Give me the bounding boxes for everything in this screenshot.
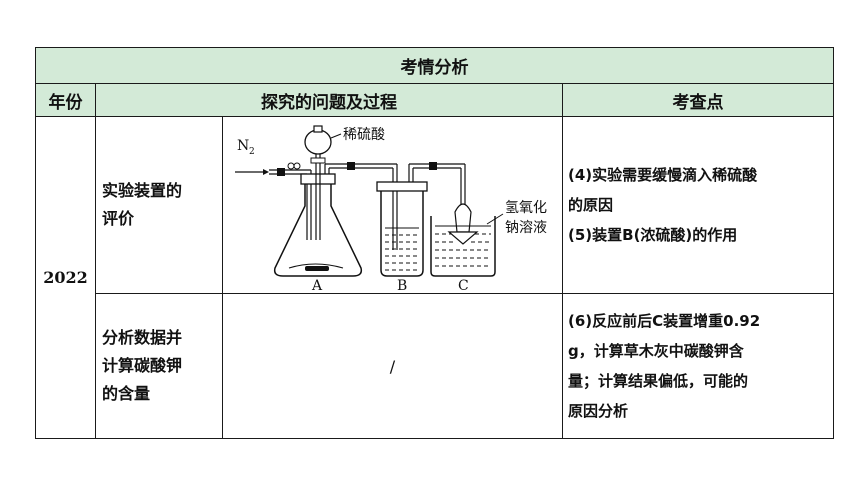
funnel-label: 稀硫酸 <box>343 127 385 143</box>
inverted-funnel <box>453 203 472 233</box>
points-cell: (6)反应前后C装置增重0.92 g，计算草木灰中碳酸钾含 量；计算结果偏低，可… <box>562 293 834 439</box>
separatory-funnel <box>303 129 332 155</box>
flask-label-b: B <box>397 278 407 290</box>
table-title: 考情分析 <box>35 47 834 84</box>
process-cell: / <box>222 293 563 439</box>
funnel-stopcock <box>310 157 325 164</box>
clamp-icon <box>287 162 294 170</box>
header-points: 考查点 <box>562 83 834 117</box>
clamp-icon <box>293 162 300 170</box>
point-line: g，计算草木灰中碳酸钾含 <box>568 342 744 360</box>
flask-label-c: C <box>458 278 469 290</box>
point-line: (5)装置B(浓硫酸)的作用 <box>568 226 738 244</box>
topic-line: 计算碳酸钾 <box>102 356 183 375</box>
bottle-b-liquid <box>384 227 419 271</box>
solution-label-pointer <box>486 213 503 225</box>
point-line: (4)实验需要缓慢滴入稀硫酸 <box>568 166 758 184</box>
point-line: 量；计算结果偏低，可能的 <box>568 372 749 390</box>
year-cell: 2022 <box>35 116 96 439</box>
table-row: 2022 实验装置的 评价 N 2 <box>35 116 834 439</box>
topic-cell: 实验装置的 评价 <box>95 116 223 294</box>
flask-a-stopper <box>299 173 336 185</box>
bottle-b-stopper <box>375 181 428 192</box>
topic-line: 评价 <box>102 209 135 228</box>
funnel-label-pointer <box>330 133 341 139</box>
header-process: 探究的问题及过程 <box>95 83 563 117</box>
inlet-arrow-head <box>262 169 269 175</box>
tube-joint <box>346 162 355 170</box>
solution-label-line2: 钠溶液 <box>505 220 547 236</box>
solution-label-line1: 氢氧化 <box>505 200 547 216</box>
beaker-c-liquid <box>434 225 491 267</box>
topic-line: 实验装置的 <box>102 181 183 200</box>
flask-label-a: A <box>311 278 323 290</box>
tube-joint <box>276 168 285 176</box>
points-cell: (4)实验需要缓慢滴入稀硫酸 的原因 (5)装置B(浓硫酸)的作用 <box>562 116 834 294</box>
bottle-b <box>379 190 424 277</box>
flask-a-solid <box>288 263 343 269</box>
point-line: 的原因 <box>568 196 614 214</box>
exam-analysis-table: 考情分析 年份 探究的问题及过程 考查点 2022 实验装置的 评价 N 2 <box>35 47 834 439</box>
flask-a-solid-sample <box>304 266 329 271</box>
topic-cell: 分析数据并 计算碳酸钾 的含量 <box>95 293 223 439</box>
point-line: 原因分析 <box>568 402 629 420</box>
apparatus-diagram: N 2 <box>234 125 547 290</box>
beaker-c <box>429 216 496 277</box>
point-line: (6)反应前后C装置增重0.92 <box>568 312 761 330</box>
funnel-stopper <box>312 125 323 133</box>
gas-subscript: 2 <box>249 147 255 157</box>
tube-joint <box>428 162 437 170</box>
flask-a <box>273 182 362 277</box>
gas-label: N <box>237 138 249 154</box>
header-year: 年份 <box>35 83 96 117</box>
topic-line: 分析数据并 <box>102 328 183 347</box>
inverted-funnel-mouth <box>446 231 479 245</box>
table-row: 分析数据并 计算碳酸钾 的含量 / (6)反应前后C装置增重0.92 g，计算草… <box>36 293 834 439</box>
topic-line: 的含量 <box>102 384 151 403</box>
apparatus-diagram-cell: N 2 <box>222 116 563 294</box>
